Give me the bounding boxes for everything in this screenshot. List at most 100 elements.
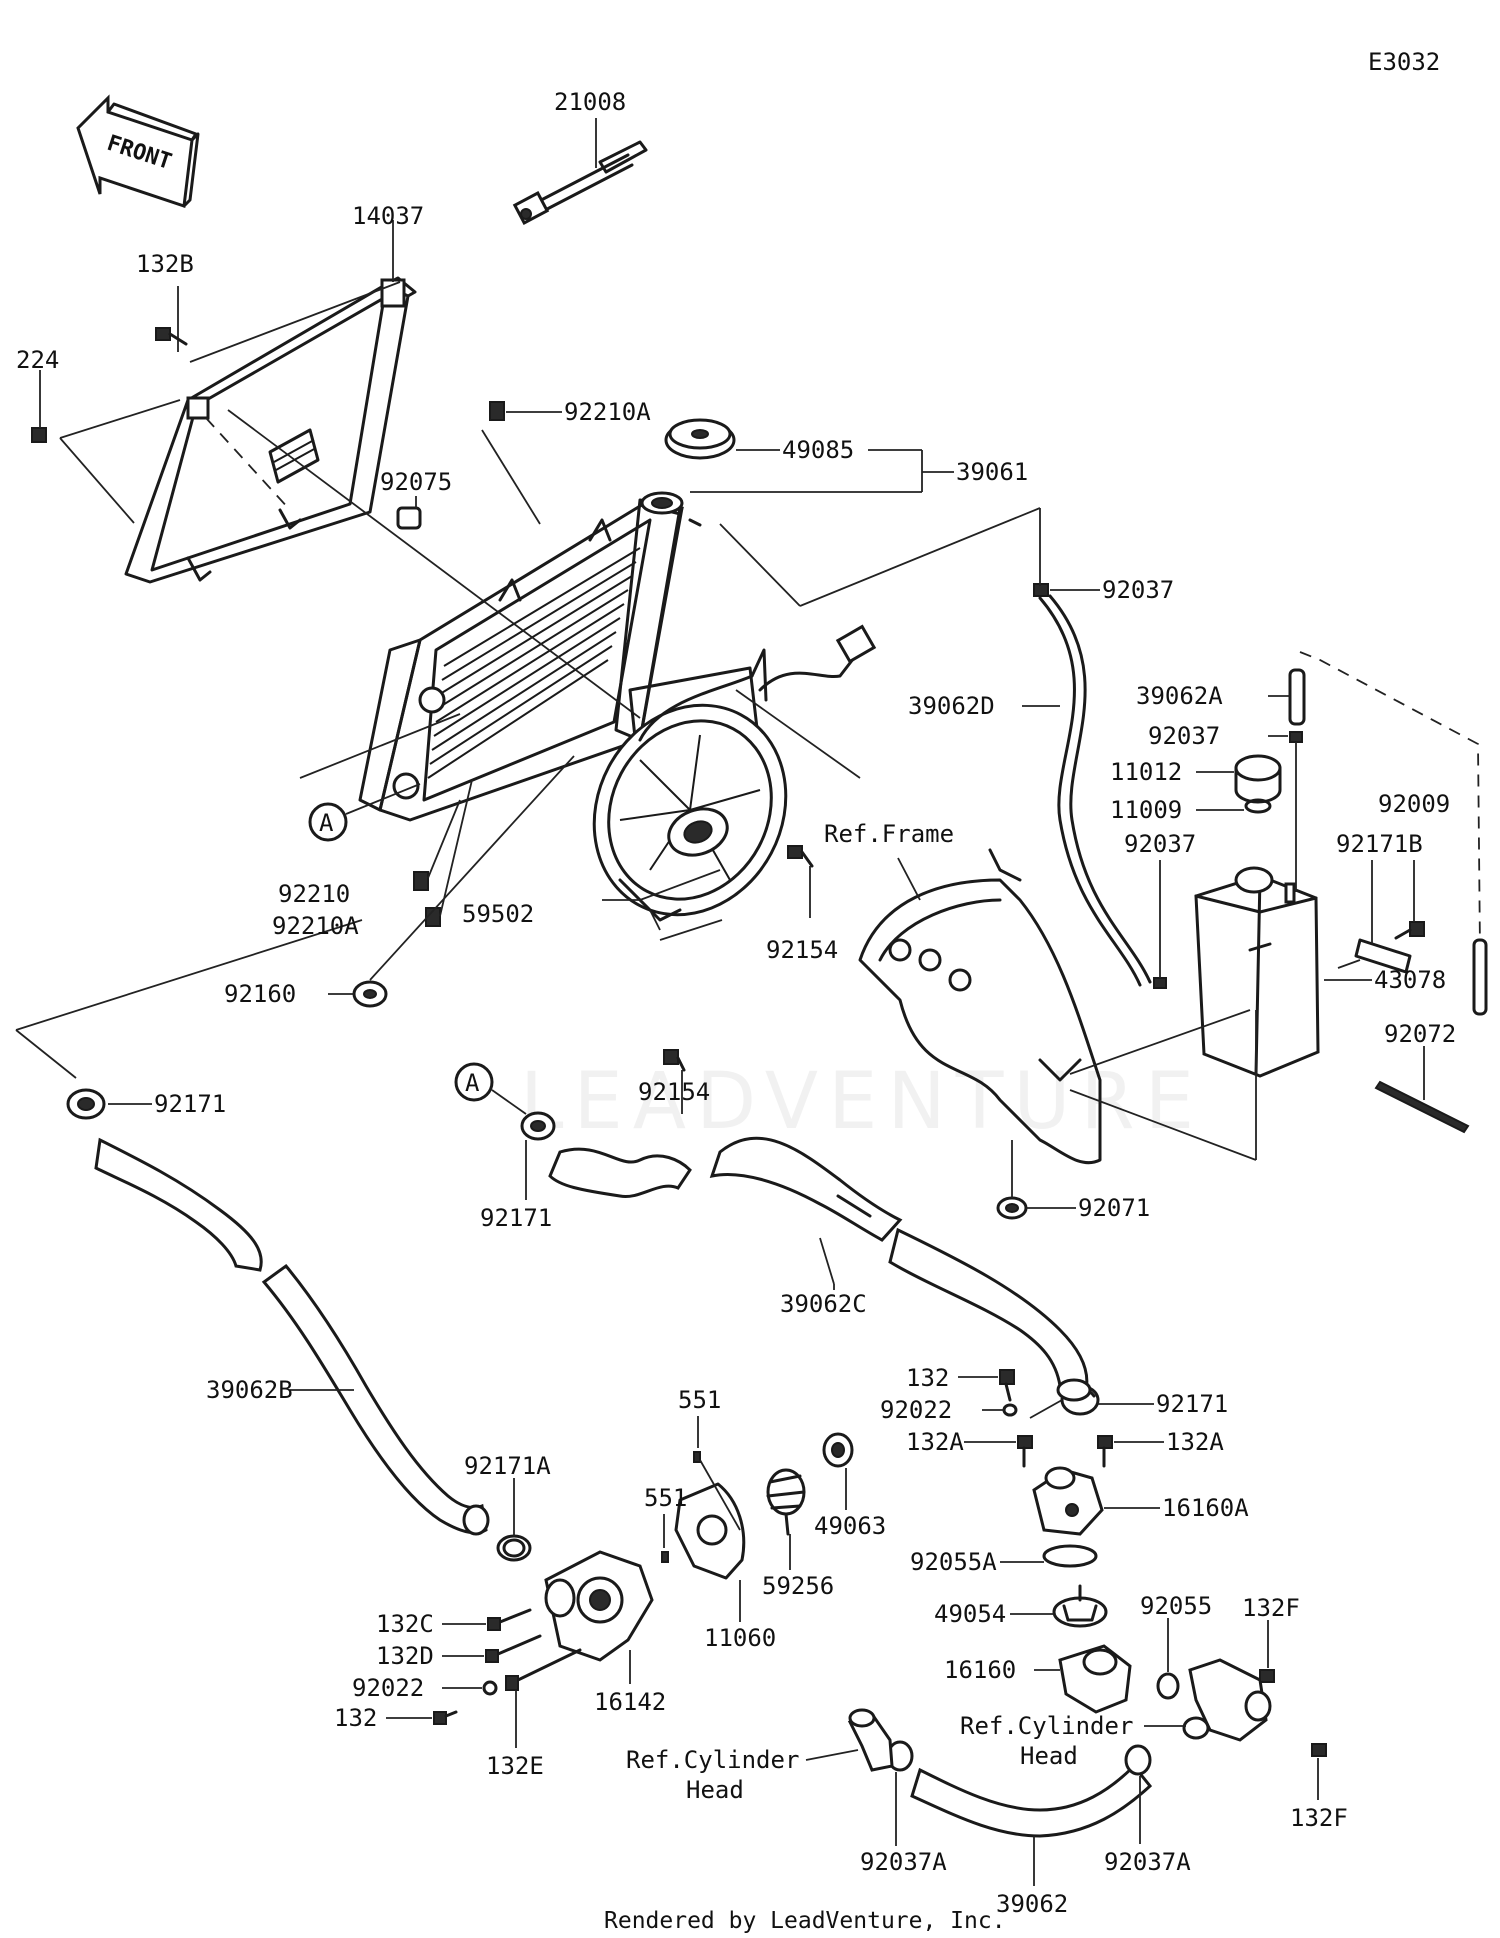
oring-92055[interactable] <box>1156 1672 1180 1700</box>
hose-39062d[interactable] <box>1038 594 1152 987</box>
gasket-11009[interactable] <box>1244 798 1272 814</box>
grommet-92071[interactable] <box>996 1196 1028 1220</box>
label-59256[interactable]: 59256 <box>762 1572 834 1600</box>
clip-92037-mid[interactable] <box>1289 731 1303 743</box>
label-92055[interactable]: 92055 <box>1140 1592 1212 1620</box>
bolt-92009[interactable] <box>1394 921 1425 940</box>
label-11009[interactable]: 11009 <box>1110 796 1182 824</box>
label-132a-right[interactable]: 132A <box>1166 1428 1224 1456</box>
label-92171-left[interactable]: 92171 <box>154 1090 226 1118</box>
tie-band-92072[interactable] <box>1374 1080 1470 1134</box>
label-39062a[interactable]: 39062A <box>1136 682 1223 710</box>
label-11060[interactable]: 11060 <box>704 1624 776 1652</box>
label-92022-left[interactable]: 92022 <box>352 1674 424 1702</box>
label-132-left[interactable]: 132 <box>334 1704 377 1732</box>
label-92055a[interactable]: 92055A <box>910 1548 997 1576</box>
label-132a-left[interactable]: 132A <box>906 1428 964 1456</box>
radiator-screen-14037[interactable] <box>124 276 417 584</box>
label-14037[interactable]: 14037 <box>352 202 424 230</box>
bolt-132f-bottom[interactable] <box>1311 1743 1327 1757</box>
label-132f-bottom[interactable]: 132F <box>1290 1804 1348 1832</box>
label-551-mid[interactable]: 551 <box>644 1484 687 1512</box>
label-ref-cyl-head-left-2[interactable]: Head <box>686 1776 744 1804</box>
sensor-21008[interactable] <box>512 140 648 225</box>
label-92037-mid[interactable]: 92037 <box>1148 722 1220 750</box>
label-49054[interactable]: 49054 <box>934 1600 1006 1628</box>
label-16142[interactable]: 16142 <box>594 1688 666 1716</box>
label-92154-b[interactable]: 92154 <box>638 1078 710 1106</box>
label-92009[interactable]: 92009 <box>1378 790 1450 818</box>
label-92210a-top[interactable]: 92210A <box>564 398 651 426</box>
radiator[interactable] <box>358 491 702 822</box>
washer-92022-right[interactable] <box>1002 1403 1018 1417</box>
label-92160[interactable]: 92160 <box>224 980 296 1008</box>
label-21008[interactable]: 21008 <box>554 88 626 116</box>
label-92171-mid[interactable]: 92171 <box>480 1204 552 1232</box>
bolt-132f-top[interactable] <box>1259 1669 1275 1683</box>
label-132d[interactable]: 132D <box>376 1642 434 1670</box>
label-92210[interactable]: 92210 <box>278 880 350 908</box>
bolt-132b[interactable] <box>155 327 188 346</box>
hose-39062[interactable] <box>910 1763 1153 1838</box>
label-ref-cyl-head-right-1[interactable]: Ref.Cylinder <box>960 1712 1133 1740</box>
bolt-132e[interactable] <box>505 1648 582 1691</box>
clip-92210a-low[interactable] <box>425 907 441 927</box>
grommet-92160[interactable] <box>352 980 388 1008</box>
label-ref-cyl-head-left-1[interactable]: Ref.Cylinder <box>626 1746 799 1774</box>
label-16160a[interactable]: 16160A <box>1162 1494 1249 1522</box>
fan-assembly-59502[interactable] <box>558 624 877 949</box>
label-92037a-left[interactable]: 92037A <box>860 1848 947 1876</box>
label-49085[interactable]: 49085 <box>782 436 854 464</box>
label-92037-low[interactable]: 92037 <box>1124 830 1196 858</box>
label-59502[interactable]: 59502 <box>462 900 534 928</box>
label-92171a[interactable]: 92171A <box>464 1452 551 1480</box>
label-92071[interactable]: 92071 <box>1078 1194 1150 1222</box>
label-ref-frame[interactable]: Ref.Frame <box>824 820 954 848</box>
clamp-92171-mid[interactable] <box>520 1111 556 1141</box>
clip-92037-low[interactable] <box>1153 977 1167 989</box>
label-92171-right[interactable]: 92171 <box>1156 1390 1228 1418</box>
thermostat-49054[interactable] <box>1052 1584 1108 1628</box>
label-49063[interactable]: 49063 <box>814 1512 886 1540</box>
grommet-92075[interactable] <box>396 506 422 530</box>
label-39062d[interactable]: 39062D <box>908 692 995 720</box>
clip-92037-top[interactable] <box>1033 583 1049 597</box>
label-551-top[interactable]: 551 <box>678 1386 721 1414</box>
label-132e[interactable]: 132E <box>486 1752 544 1780</box>
clamp-92171-left[interactable] <box>66 1088 106 1120</box>
label-92210a-low[interactable]: 92210A <box>272 912 359 940</box>
bolt-132a-right[interactable] <box>1097 1435 1113 1468</box>
label-92022-right[interactable]: 92022 <box>880 1396 952 1424</box>
label-39062[interactable]: 39062 <box>996 1890 1068 1918</box>
radiator-cap-49085[interactable] <box>664 418 736 460</box>
impeller-59256[interactable] <box>766 1468 806 1536</box>
gasket-11060[interactable] <box>674 1482 746 1580</box>
label-11012[interactable]: 11012 <box>1110 758 1182 786</box>
oring-92055a[interactable] <box>1042 1544 1098 1568</box>
bolt-92154-b[interactable] <box>663 1049 686 1072</box>
label-92154-a[interactable]: 92154 <box>766 936 838 964</box>
housing-16160a[interactable] <box>1032 1466 1104 1536</box>
pin-551-mid[interactable] <box>661 1551 669 1563</box>
label-132-right[interactable]: 132 <box>906 1364 949 1392</box>
label-224[interactable]: 224 <box>16 346 59 374</box>
label-92072[interactable]: 92072 <box>1384 1020 1456 1048</box>
cap-11012[interactable] <box>1234 754 1282 804</box>
label-92171b[interactable]: 92171B <box>1336 830 1423 858</box>
label-92037-top[interactable]: 92037 <box>1102 576 1174 604</box>
bolt-132a-left[interactable] <box>1017 1435 1033 1468</box>
bolt-224[interactable] <box>31 427 47 443</box>
label-39062b[interactable]: 39062B <box>206 1376 293 1404</box>
label-16160[interactable]: 16160 <box>944 1656 1016 1684</box>
label-92075[interactable]: 92075 <box>380 468 452 496</box>
hose-39062b[interactable] <box>94 1137 490 1536</box>
label-132c[interactable]: 132C <box>376 1610 434 1638</box>
hose-39062a[interactable] <box>1288 668 1306 726</box>
seal-49063[interactable] <box>822 1432 854 1468</box>
bolt-132d[interactable] <box>485 1634 542 1663</box>
pin-551-top[interactable] <box>693 1451 701 1463</box>
washer-92022-left[interactable] <box>482 1680 498 1696</box>
label-92037a-right[interactable]: 92037A <box>1104 1848 1191 1876</box>
label-ref-cyl-head-right-2[interactable]: Head <box>1020 1742 1078 1770</box>
clip-92210[interactable] <box>413 871 429 891</box>
